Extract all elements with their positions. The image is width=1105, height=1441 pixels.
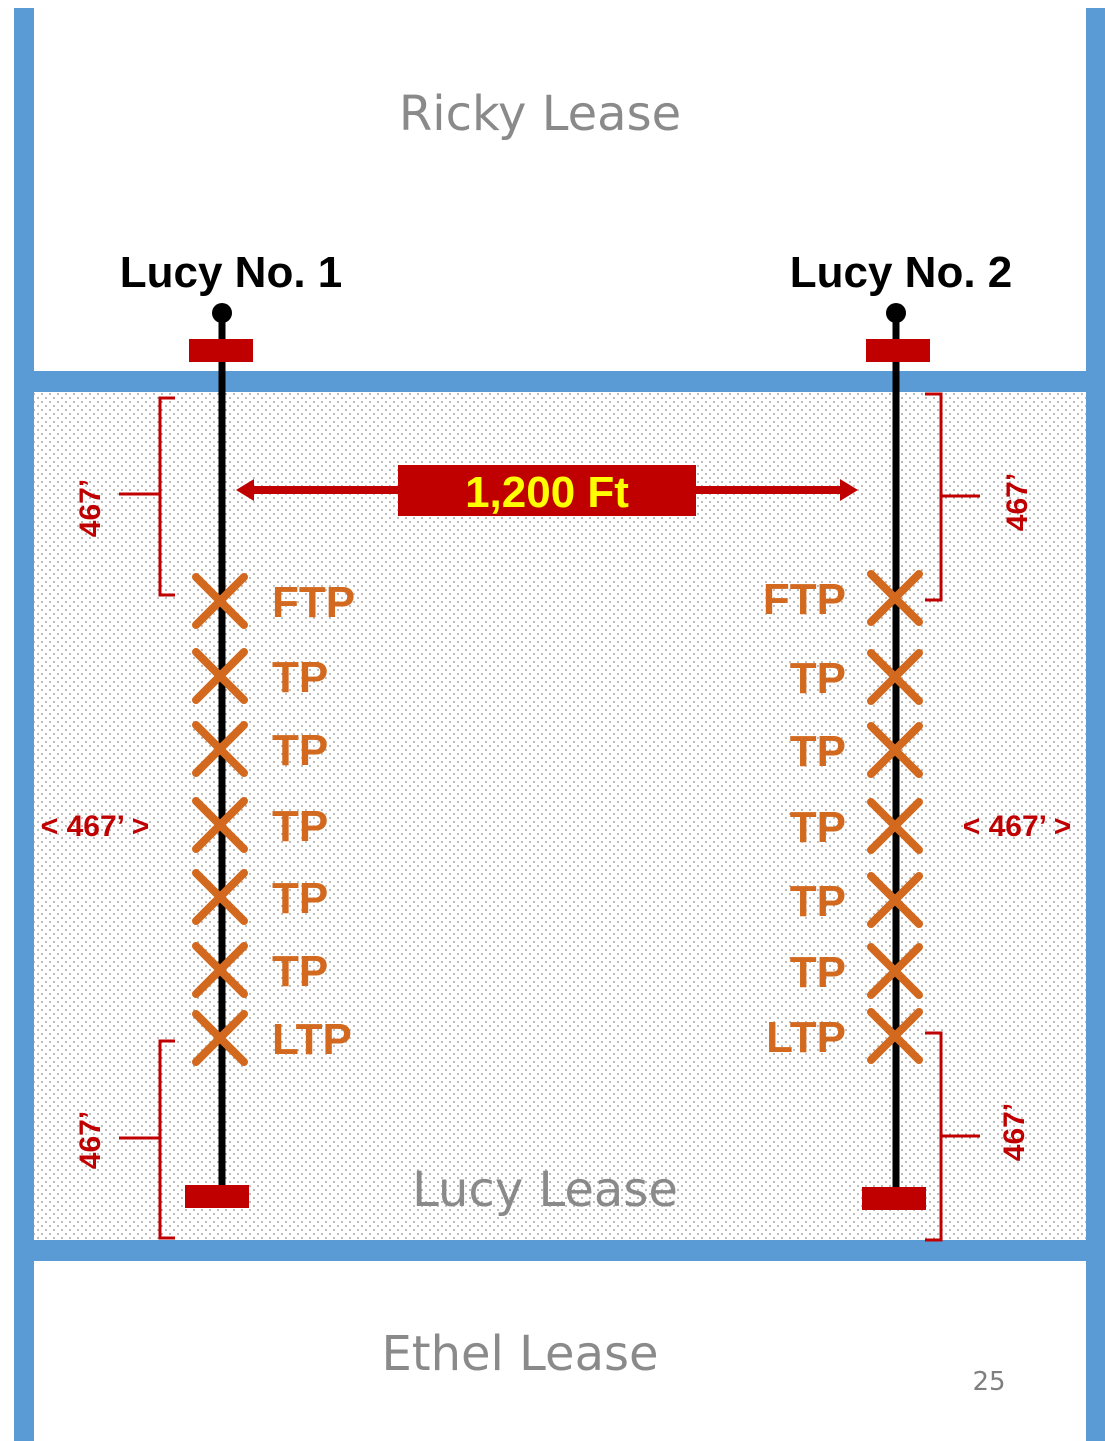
take-point-left-x-icon bbox=[192, 797, 248, 853]
well-right-title: Lucy No. 2 bbox=[790, 248, 1013, 297]
take-point-right-label: TP bbox=[790, 803, 846, 852]
take-point-right-label: TP bbox=[790, 727, 846, 776]
dimension-middle-right: < 467’ > bbox=[963, 810, 1071, 843]
take-point-right-x-icon bbox=[867, 943, 923, 999]
take-point-left-label: TP bbox=[272, 726, 328, 775]
bracket-bottom-right bbox=[925, 1031, 980, 1242]
take-point-left-label: TP bbox=[272, 653, 328, 702]
take-point-left-x-icon bbox=[192, 648, 248, 704]
take-points-left: FTP TP TP TP TP TP LTP bbox=[192, 573, 355, 1066]
lease-boundaries bbox=[14, 8, 1105, 1441]
ricky-lease-label: Ricky Lease bbox=[399, 86, 681, 142]
well-right-surface-icon bbox=[886, 303, 906, 323]
bracket-bottom-left bbox=[119, 1039, 175, 1240]
take-point-left-x-icon bbox=[192, 869, 248, 925]
take-point-right-label: FTP bbox=[763, 575, 846, 624]
take-point-left-label: FTP bbox=[272, 578, 355, 627]
lucy-lease-area bbox=[34, 392, 1086, 1240]
take-point-left-label: TP bbox=[272, 874, 328, 923]
well-left-bottom-marker bbox=[185, 1185, 249, 1208]
take-points-right: FTP TP TP TP TP TP LTP bbox=[763, 570, 923, 1064]
left-boundary bbox=[14, 8, 34, 1441]
take-point-right-x-icon bbox=[867, 649, 923, 705]
right-boundary bbox=[1086, 8, 1105, 1441]
take-point-right-label: TP bbox=[790, 948, 846, 997]
take-point-left-x-icon bbox=[192, 942, 248, 998]
spacing-arrow: 1,200 Ft bbox=[236, 465, 858, 517]
dimension-top-right: 467’ bbox=[1001, 473, 1034, 531]
take-point-right-x-icon bbox=[867, 798, 923, 854]
page-number: 25 bbox=[972, 1367, 1005, 1397]
take-point-left-label: TP bbox=[272, 947, 328, 996]
spacing-arrowhead-left bbox=[236, 479, 254, 501]
take-point-left-x-icon bbox=[192, 721, 248, 777]
take-point-left-x-icon bbox=[192, 1010, 248, 1066]
dimension-top-left: 467’ bbox=[74, 479, 107, 537]
take-point-left-label: LTP bbox=[272, 1015, 352, 1064]
dimension-middle-left: < 467’ > bbox=[41, 810, 149, 843]
take-point-right-label: TP bbox=[790, 654, 846, 703]
lower-lease-line bbox=[14, 1240, 1105, 1261]
ethel-lease-label: Ethel Lease bbox=[381, 1326, 658, 1382]
upper-lease-line bbox=[14, 371, 1105, 392]
dimension-bottom-left: 467’ bbox=[74, 1111, 107, 1169]
take-point-right-x-icon bbox=[867, 1008, 923, 1064]
take-point-right-x-icon bbox=[867, 570, 923, 626]
well-left-surface-icon bbox=[212, 303, 232, 323]
well-left-top-marker bbox=[189, 339, 253, 362]
well-right-top-marker bbox=[866, 339, 930, 362]
take-point-right-label: TP bbox=[790, 877, 846, 926]
well-left-title: Lucy No. 1 bbox=[120, 248, 343, 297]
bracket-top-left bbox=[119, 396, 175, 597]
bracket-top-right bbox=[925, 392, 980, 602]
take-point-right-label: LTP bbox=[766, 1013, 846, 1062]
spacing-label: 1,200 Ft bbox=[465, 468, 629, 517]
take-point-left-x-icon bbox=[192, 573, 248, 629]
well-right-bottom-marker bbox=[862, 1187, 926, 1210]
take-point-right-x-icon bbox=[867, 872, 923, 928]
lucy-lease-label: Lucy Lease bbox=[412, 1162, 678, 1218]
spacing-label-box bbox=[398, 465, 696, 516]
dimension-brackets bbox=[119, 392, 980, 1242]
take-point-right-x-icon bbox=[867, 722, 923, 778]
take-point-left-label: TP bbox=[272, 802, 328, 851]
dimension-bottom-right: 467’ bbox=[998, 1103, 1031, 1161]
spacing-arrowhead-right bbox=[840, 479, 858, 501]
